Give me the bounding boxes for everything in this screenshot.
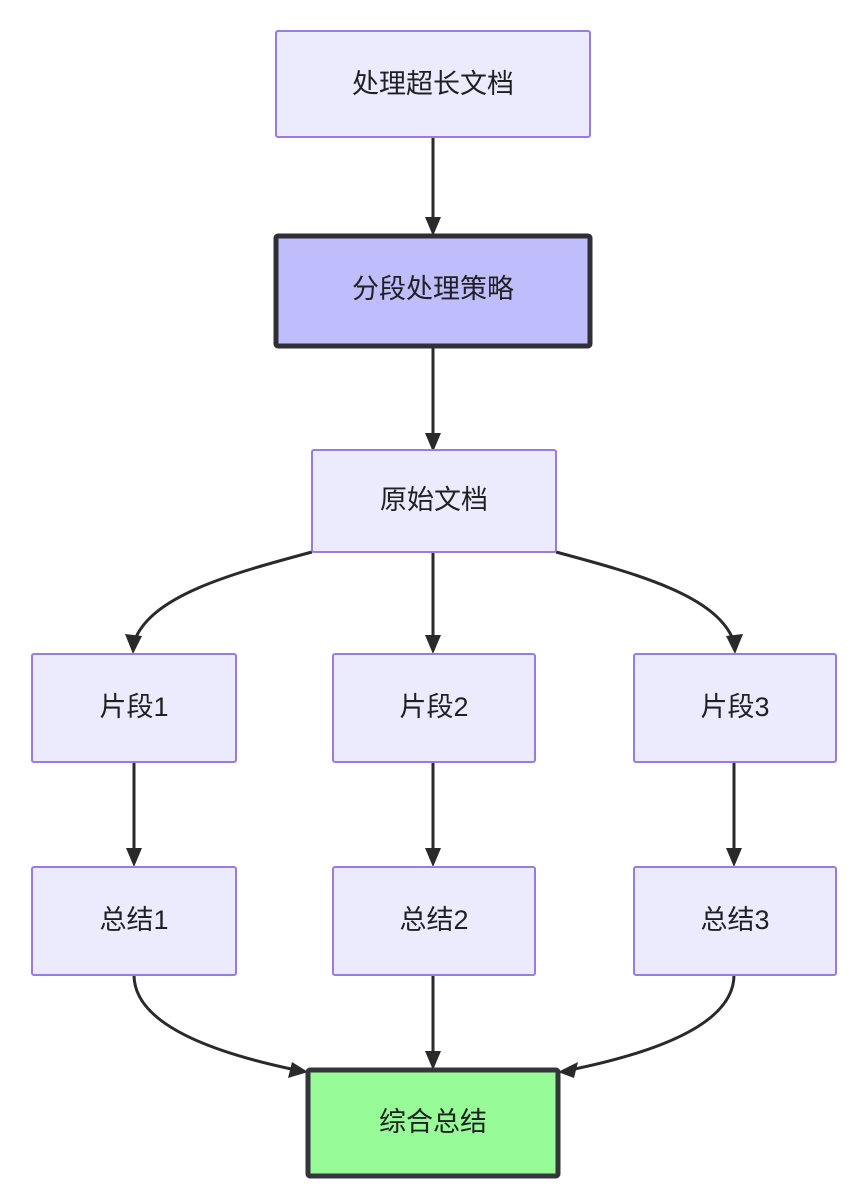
edge-source-to-fragment-1: [125, 550, 313, 654]
node-box[interactable]: [275, 30, 591, 138]
edge-source-to-fragment-2: [425, 552, 441, 654]
node-box[interactable]: [633, 653, 837, 763]
node-box[interactable]: [273, 233, 593, 349]
edge-line: [132, 550, 313, 643]
node-fragment-1[interactable]: 片段1: [31, 653, 237, 763]
arrow-head-icon: [126, 848, 142, 867]
node-final-summary[interactable]: 综合总结: [305, 1067, 561, 1179]
node-label: 综合总结: [379, 1107, 487, 1137]
edge-process-to-strategy: [425, 137, 441, 236]
node-box[interactable]: [332, 653, 536, 763]
node-box[interactable]: [311, 449, 557, 553]
node-label: 原始文档: [380, 485, 488, 515]
node-layer: 处理超长文档 分段处理策略 原始文档 片段1 片段2: [31, 30, 837, 1179]
edge-source-to-fragment-3: [555, 550, 743, 654]
edge-summary-2-to-result: [425, 975, 441, 1070]
arrow-head-icon: [425, 433, 441, 452]
node-label: 片段2: [399, 692, 468, 722]
arrow-head-icon: [125, 634, 142, 654]
node-label: 总结2: [399, 905, 468, 935]
edge-strategy-to-source: [425, 346, 441, 452]
edge-fragment-2-to-summary-2: [425, 762, 441, 867]
arrow-head-icon: [425, 848, 441, 867]
node-summary-2[interactable]: 总结2: [332, 866, 536, 976]
node-process-long-document[interactable]: 处理超长文档: [275, 30, 591, 138]
node-label: 总结3: [700, 905, 769, 935]
arrow-head-icon: [726, 848, 742, 867]
arrow-head-icon: [425, 635, 441, 654]
edge-fragment-3-to-summary-3: [726, 762, 742, 867]
arrow-head-icon: [288, 1062, 308, 1078]
edge-fragment-1-to-summary-1: [126, 762, 142, 867]
edge-line: [569, 974, 736, 1072]
node-label: 分段处理策略: [352, 274, 514, 304]
edge-line: [555, 550, 736, 643]
node-label: 总结1: [99, 905, 168, 935]
edge-summary-3-to-result: [558, 974, 736, 1078]
arrow-head-icon: [558, 1062, 578, 1078]
node-box[interactable]: [31, 866, 237, 976]
node-box[interactable]: [31, 653, 237, 763]
node-label: 片段3: [700, 692, 769, 722]
node-source-document[interactable]: 原始文档: [311, 449, 557, 553]
edge-summary-1-to-result: [132, 974, 308, 1078]
node-fragment-3[interactable]: 片段3: [633, 653, 837, 763]
edge-layer: [125, 137, 743, 1078]
node-label: 片段1: [99, 692, 168, 722]
node-summary-3[interactable]: 总结3: [633, 866, 837, 976]
arrow-head-icon: [425, 217, 441, 236]
node-box[interactable]: [332, 866, 536, 976]
node-label: 处理超长文档: [352, 69, 514, 99]
node-fragment-2[interactable]: 片段2: [332, 653, 536, 763]
node-summary-1[interactable]: 总结1: [31, 866, 237, 976]
arrow-head-icon: [425, 1051, 441, 1070]
node-chunking-strategy[interactable]: 分段处理策略: [273, 233, 593, 349]
node-box[interactable]: [633, 866, 837, 976]
arrow-head-icon: [726, 634, 743, 654]
node-box[interactable]: [305, 1067, 561, 1179]
edge-line: [132, 974, 297, 1072]
